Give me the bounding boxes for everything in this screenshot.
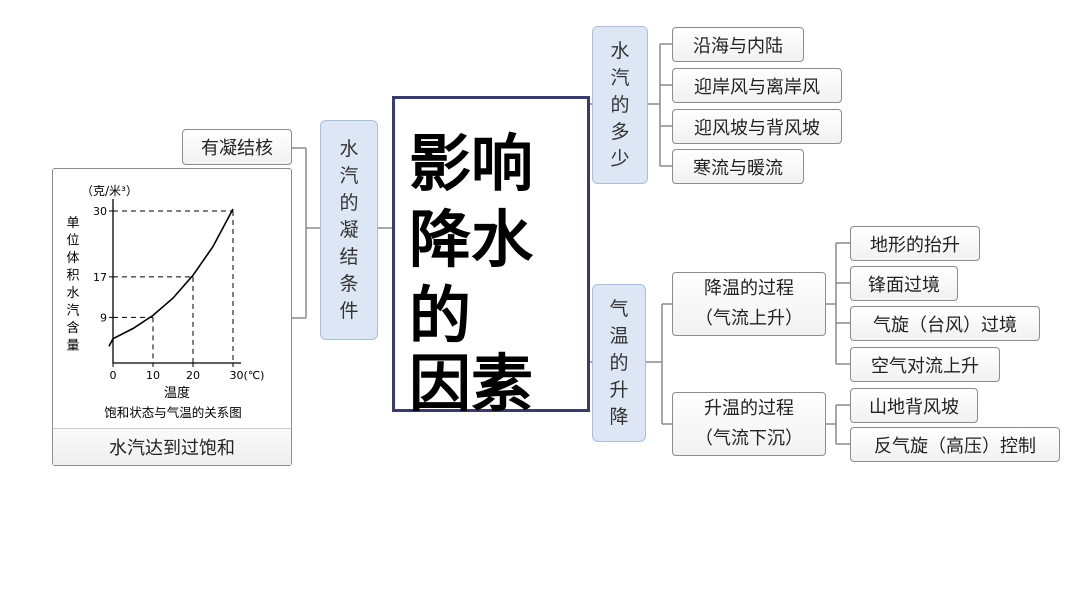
y-tick-label: 9 [100,311,107,324]
cooling-item-terrain: 地形的抬升 [850,226,980,261]
condensation-label-char: 条 [339,272,359,295]
y-tick-label: 17 [93,271,107,284]
y-axis-label-char: 积 [66,269,79,284]
warming-process-node: 升温的过程 （气流下沉） [672,392,826,456]
x-tick-label: 20 [186,369,200,382]
temperature-label-char: 降 [609,405,629,428]
center-title-line-2: 降水 [409,203,534,276]
y-axis-label-char: 水 [66,286,79,301]
center-title-line-4: 因素 [409,347,534,420]
condensation-label-char: 水 [339,137,359,160]
vapor-item-currents: 寒流与暖流 [672,149,804,184]
vapor-item-windward-leeward: 迎风坡与背风坡 [672,109,842,144]
cooling-item-front: 锋面过境 [850,266,958,301]
center-title-line-1: 影响 [409,127,534,200]
x-axis-label: 温度 [164,385,190,401]
warming-process-subtitle: （气流下沉） [695,428,803,449]
y-axis-label-char: 位 [66,234,79,249]
cooling-process-subtitle: （气流上升） [695,308,803,329]
temperature-label: 气 温 的 升 降 [592,284,646,442]
vapor-item-coast-inland: 沿海与内陆 [672,27,804,62]
x-tick-label: 10 [146,369,160,382]
x-tick-label: 30(℃) [230,369,265,382]
temperature-label-char: 的 [609,351,629,374]
vapor-label-char: 的 [610,93,630,116]
y-axis-label-char: 量 [66,339,79,354]
vapor-amount-label: 水 汽 的 多 少 [592,26,648,184]
temperature-label-char: 升 [609,378,629,401]
vapor-label-char: 少 [610,147,630,170]
y-axis-label-char: 含 [66,320,79,336]
vapor-label-char: 多 [610,120,630,143]
warming-item-leeward: 山地背风坡 [850,388,978,423]
condensation-label-char: 凝 [339,218,359,241]
cooling-item-cyclone: 气旋（台风）过境 [850,306,1040,341]
warming-item-anticyclone: 反气旋（高压）控制 [850,427,1060,462]
saturation-curve [108,208,234,347]
condensation-label-char: 的 [339,191,359,214]
temperature-label-char: 温 [609,324,629,347]
y-tick-label: 30 [93,205,107,218]
warming-process-title: 升温的过程 [704,398,794,419]
vapor-label-char: 水 [610,39,630,62]
saturation-panel: （克/米³） 单位体积水汽含量 9 17 30 0 10 20 30(℃) 温度饱和状态与气温的关… [52,168,292,466]
saturation-node: 水汽达到过饱和 [53,428,291,465]
center-title-box: 影响 降水 的 因素 [392,96,590,420]
y-axis-label-char: 体 [66,251,79,266]
y-unit-label: （克/米³） [81,184,138,198]
temperature-label-char: 气 [609,297,629,320]
cooling-process-node: 降温的过程 （气流上升） [672,272,826,336]
condensation-label-char: 件 [339,299,359,322]
y-axis-label-char: 单 [66,216,79,231]
x-tick-label: 0 [110,369,117,382]
condensation-label-char: 汽 [339,164,359,187]
y-axis-label-char: 汽 [66,304,79,319]
cooling-process-title: 降温的过程 [704,278,794,299]
center-title-line-3: 的 [409,279,472,352]
vapor-item-onshore-offshore: 迎岸风与离岸风 [672,68,842,103]
nuclei-node: 有凝结核 [182,129,292,165]
cooling-item-convection: 空气对流上升 [850,347,1000,382]
chart-title: 饱和状态与气温的关系图 [104,405,242,420]
vapor-label-char: 汽 [610,66,630,89]
condensation-label-char: 结 [339,245,359,268]
condensation-label: 水 汽 的 凝 结 条 件 [320,120,378,340]
